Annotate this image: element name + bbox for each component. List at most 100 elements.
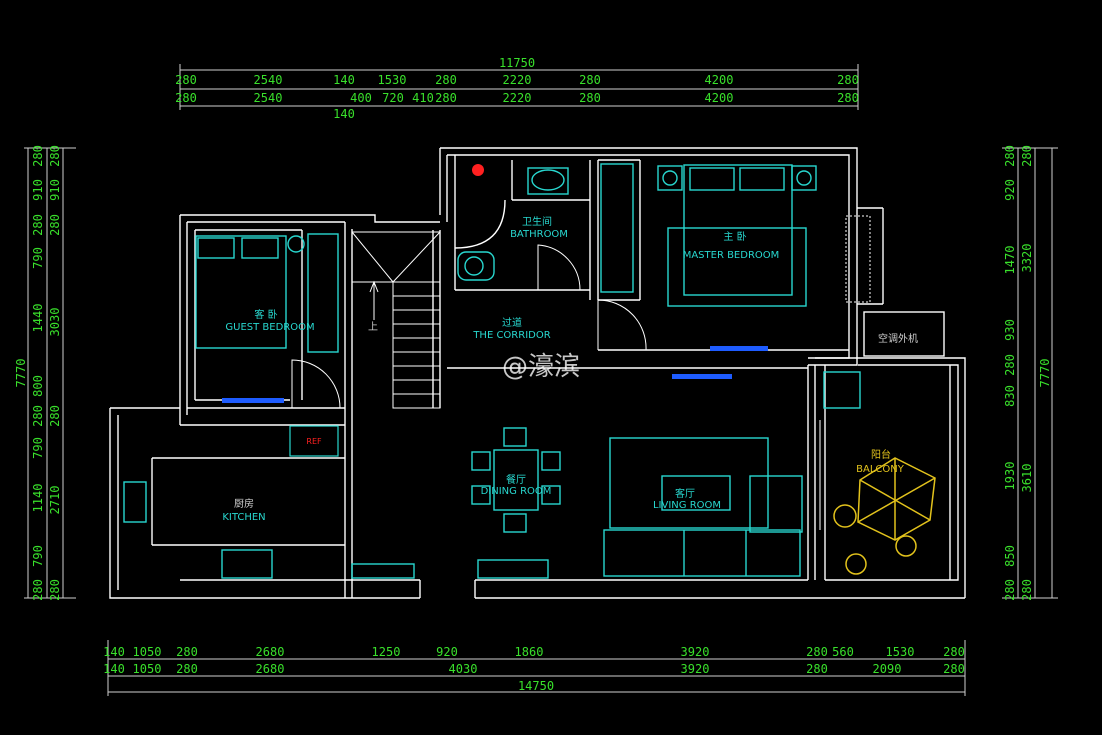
svg-text:2710: 2710 [48,486,62,515]
svg-text:140: 140 [103,645,125,659]
svg-text:2090: 2090 [873,662,902,676]
svg-text:280: 280 [579,91,601,105]
svg-text:2220: 2220 [503,91,532,105]
furniture [123,163,861,579]
guest-label-en: GUEST BEDROOM [225,322,314,333]
top-dimensions [179,64,859,110]
svg-text:4200: 4200 [705,91,734,105]
svg-text:3320: 3320 [1020,244,1034,273]
svg-text:280: 280 [48,405,62,427]
svg-text:800: 800 [31,375,45,397]
svg-text:280: 280 [48,145,62,167]
svg-text:1050: 1050 [133,645,162,659]
kitchen-label-cn: 厨房 [234,497,254,510]
svg-text:280: 280 [806,645,828,659]
dim-top-row2: 280 2540 400 720 410 280 2220 280 4200 2… [175,91,859,105]
svg-text:1860: 1860 [515,645,544,659]
svg-text:2540: 2540 [254,91,283,105]
svg-text:1530: 1530 [378,73,407,87]
svg-text:280: 280 [1020,145,1034,167]
svg-text:2540: 2540 [254,73,283,87]
svg-text:1930: 1930 [1003,462,1017,491]
dim-bottom-row1: 140 1050 280 2680 1250 920 1860 3920 280… [103,645,965,659]
bottom-dimensions [107,640,966,696]
staircase [351,231,441,409]
corridor-label-en: THE CORRIDOR [472,330,550,341]
svg-text:560: 560 [832,645,854,659]
dim-top-row3: 140 [333,107,355,121]
svg-text:4200: 4200 [705,73,734,87]
svg-text:280: 280 [176,645,198,659]
svg-text:280: 280 [1003,579,1017,601]
svg-text:850: 850 [1003,545,1017,567]
svg-text:4030: 4030 [449,662,478,676]
svg-text:790: 790 [31,247,45,269]
svg-text:280: 280 [176,662,198,676]
master-label-en: MASTER BEDROOM [683,250,780,261]
svg-text:910: 910 [31,179,45,201]
dim-left-b: 280 910 280 3030 280 2710 280 [48,145,62,601]
dim-bottom-row2: 140 1050 280 2680 4030 3920 280 2090 280 [103,662,965,676]
balcony-table [833,457,936,575]
dining-label-cn: 餐厅 [506,473,526,486]
dim-left-total: 7770 [14,359,28,388]
svg-text:1470: 1470 [1003,246,1017,275]
svg-text:280: 280 [837,73,859,87]
svg-text:3920: 3920 [681,662,710,676]
dim-right-total: 7770 [1038,359,1052,388]
svg-text:1440: 1440 [31,304,45,333]
dim-top-total: 11750 [499,56,535,70]
svg-text:140: 140 [333,73,355,87]
svg-text:280: 280 [1020,579,1034,601]
dim-right-a: 280 920 1470 930 280 830 1930 850 280 [1003,145,1017,601]
svg-text:280: 280 [435,73,457,87]
svg-text:3920: 3920 [681,645,710,659]
svg-text:1530: 1530 [886,645,915,659]
svg-text:280: 280 [31,145,45,167]
svg-text:280: 280 [806,662,828,676]
svg-text:3610: 3610 [1020,464,1034,493]
dim-right-b: 280 3320 3610 280 [1020,145,1034,601]
svg-text:280: 280 [31,214,45,236]
svg-text:830: 830 [1003,385,1017,407]
svg-text:280: 280 [48,214,62,236]
svg-text:910: 910 [48,179,62,201]
dim-top-row1: 280 2540 140 1530 280 2220 280 4200 280 [175,73,859,87]
corridor-label-cn: 过道 [502,316,522,329]
balcony-label-en: BALCONY [856,464,905,475]
bathroom-label-en: BATHROOM [510,229,568,240]
svg-text:280: 280 [175,73,197,87]
svg-text:280: 280 [579,73,601,87]
svg-text:140: 140 [103,662,125,676]
living-label-cn: 客厅 [675,487,695,500]
svg-text:410: 410 [412,91,434,105]
master-label-cn: 主 卧 [723,230,746,243]
svg-text:790: 790 [31,545,45,567]
svg-text:1050: 1050 [133,662,162,676]
svg-text:280: 280 [435,91,457,105]
svg-text:790: 790 [31,437,45,459]
svg-text:280: 280 [175,91,197,105]
stair-up-label: 上 [368,321,378,333]
svg-text:280: 280 [943,645,965,659]
left-dimensions [24,147,76,599]
svg-text:400: 400 [350,91,372,105]
svg-text:280: 280 [943,662,965,676]
svg-text:1250: 1250 [372,645,401,659]
svg-text:2680: 2680 [256,645,285,659]
doors [291,244,821,530]
dim-bottom-total: 14750 [518,679,554,693]
svg-text:2680: 2680 [256,662,285,676]
svg-text:280: 280 [1003,354,1017,376]
ac-unit-label: 空调外机 [878,332,918,345]
kitchen-label-en: KITCHEN [222,512,265,523]
svg-text:930: 930 [1003,319,1017,341]
bathroom-label-cn: 卫生间 [522,215,552,228]
svg-text:280: 280 [1003,145,1017,167]
svg-text:3030: 3030 [48,308,62,337]
walls [109,147,966,599]
balcony-label-cn: 阳台 [871,448,891,461]
living-label-en: LIVING ROOM [653,500,721,511]
svg-text:920: 920 [436,645,458,659]
